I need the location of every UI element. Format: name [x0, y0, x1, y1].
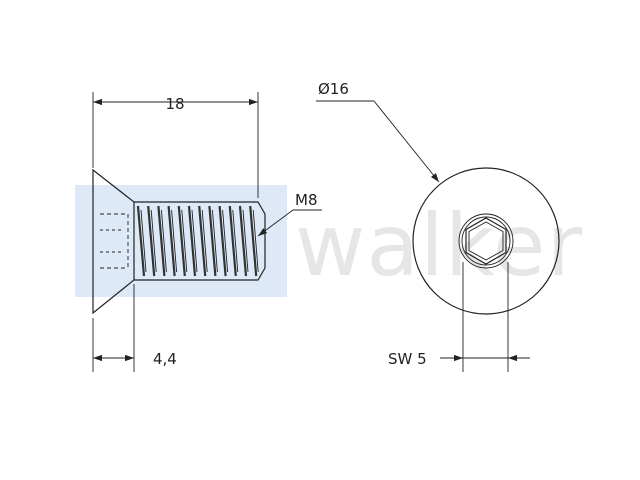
thread-crest [167, 205, 176, 277]
thread-label: M8 [295, 191, 318, 209]
thread-root [201, 209, 208, 273]
thread-root [242, 209, 249, 273]
screw-front-view [412, 167, 560, 315]
thread-crest [147, 205, 156, 277]
screw-side-view [92, 168, 266, 315]
thread-root [222, 209, 229, 273]
thread-crest [187, 205, 197, 277]
thread-root [252, 209, 259, 273]
thread-root [140, 209, 147, 273]
socket-hidden-lines [100, 213, 129, 269]
hex-socket [465, 217, 507, 265]
thread-crest [198, 205, 207, 277]
hex-socket-inner [468, 221, 504, 261]
thread-crest [157, 205, 166, 277]
length-dimension: 18 [92, 92, 259, 198]
thread-root [160, 209, 167, 273]
thread-root [232, 209, 239, 273]
socket-circle [458, 213, 514, 269]
head-circle [412, 167, 560, 315]
diameter-leader: Ø16 [316, 80, 440, 183]
thread-crest [249, 205, 258, 277]
thread-crest [228, 205, 237, 277]
length-label: 18 [165, 95, 184, 113]
diameter-label: Ø16 [318, 80, 349, 98]
thread-leader: M8 [257, 191, 322, 237]
thread-crest [238, 205, 248, 277]
screw-shank-outline [134, 201, 266, 281]
thread-lines [136, 205, 259, 277]
thread-crest [208, 205, 217, 277]
thread-crest [177, 205, 186, 277]
socket-size-dimension: SW 5 [388, 262, 530, 372]
thread-root [191, 209, 198, 273]
thread-root [181, 209, 188, 273]
thread-root [211, 209, 218, 273]
thread-root [171, 209, 178, 273]
watermark: walker [75, 185, 583, 297]
head-height-dimension: 4,4 [92, 284, 177, 372]
thread-root [150, 209, 157, 273]
socket-size-label: SW 5 [388, 350, 427, 368]
head-height-label: 4,4 [153, 350, 177, 368]
thread-crest [136, 205, 146, 277]
watermark-text: walker [295, 196, 583, 296]
socket-inner-circle [461, 216, 511, 266]
thread-crest [218, 205, 227, 277]
